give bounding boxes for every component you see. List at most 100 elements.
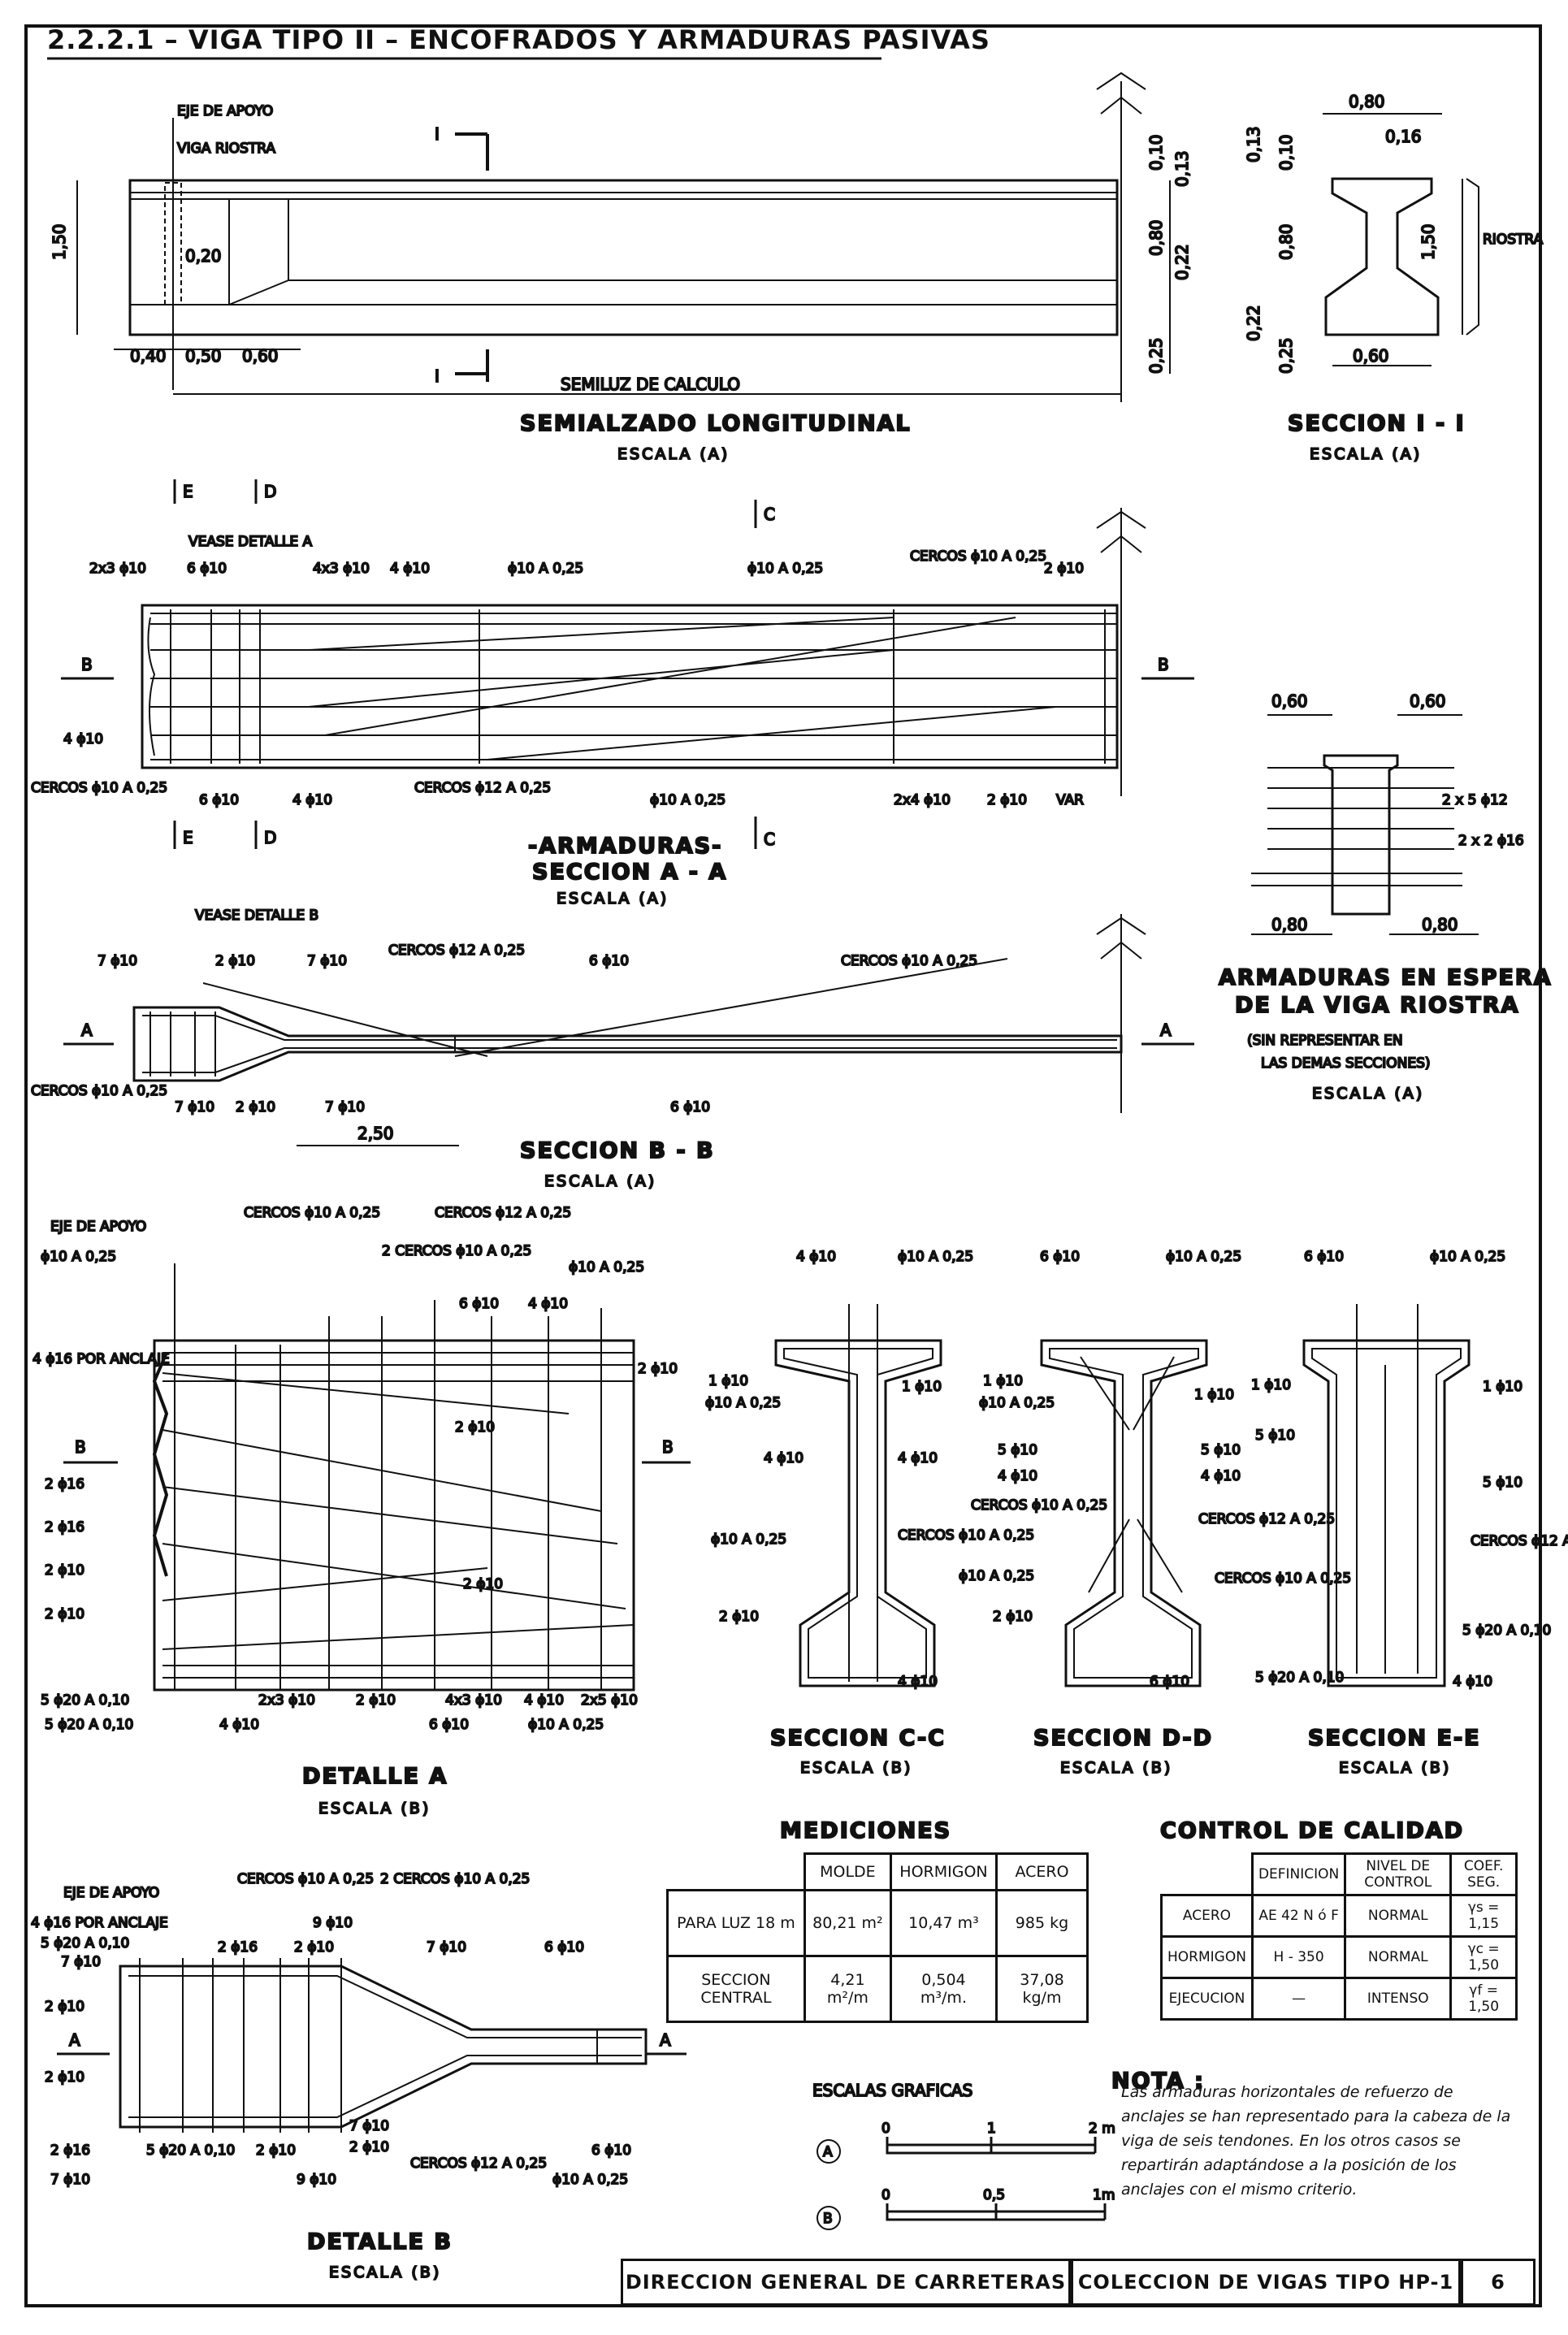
da-lbl-6: 6 ϕ10 [459,1296,499,1312]
lbl-semiluz: SEMILUZ DE CALCULO [561,375,740,394]
aa-lbl-1: 2x3 ϕ10 [89,561,146,577]
cut-b-right: B [1158,655,1169,674]
dd-inner [1049,1348,1199,1679]
cc-lbl-1: ϕ10 A 0,25 [898,1249,973,1265]
i-dim-0-60: 0,60 [1353,346,1389,366]
db-lbl-20: CERCOS ϕ12 A 0,25 [410,2155,547,2172]
table-row: SECCION CENTRAL 4,21 m²/m 0,504 m³/m. 37… [666,1955,1089,2023]
dd-lbl-2: 1 ϕ10 [983,1373,1023,1389]
cut-b-left: B [81,655,93,674]
aa-lbl-12: 4 ϕ10 [292,792,332,808]
da-lbl-14: 2 ϕ10 [45,1606,84,1622]
cc-inner [783,1348,933,1679]
dd-lbl-0: 6 ϕ10 [1040,1249,1080,1265]
bb-lbl-7: CERCOS ϕ10 A 0,25 [31,1083,167,1099]
da-lbl-20: 4x3 ϕ10 [445,1692,502,1709]
da-stirrups [174,1263,602,1690]
db-lbl-6: 2 ϕ16 [218,1939,258,1956]
ee-lbl-0: 6 ϕ10 [1304,1249,1344,1265]
db-lbl-8: 2 ϕ10 [294,1939,334,1956]
cc-lbl-8: CERCOS ϕ10 A 0,25 [898,1527,1034,1544]
table-cell: 80,21 m² [803,1889,892,1957]
ee-lbl-2: 1 ϕ10 [1251,1377,1291,1393]
scale-b-circle [816,2206,841,2230]
dd-lbl-10: CERCOS ϕ12 A 0,25 [1198,1511,1335,1527]
i-dim-0-25: 0,25 [1276,337,1296,374]
i-dim-0-80: 0,80 [1349,92,1385,111]
dd-lbl-6: 4 ϕ10 [998,1468,1037,1484]
da-lbl-24: 6 ϕ10 [429,1717,469,1733]
da-lbl-1: CERCOS ϕ10 A 0,25 [244,1205,380,1221]
db-lbl-14: 5 ϕ20 A 0,10 [146,2142,235,2159]
db-lbl-21: 6 ϕ10 [591,2142,631,2159]
bb-lbl-9: 2 ϕ10 [236,1099,275,1116]
aa-cut-marks [173,479,757,849]
dd-lbl-5: 5 ϕ10 [998,1442,1037,1458]
rio-dim-3: 0,80 [1422,915,1458,934]
header-cell: ACERO [994,1852,1089,1891]
table-cell: AE 42 N ó F [1250,1894,1347,1938]
dim-0-40: 0,40 [130,346,167,366]
riostra-brace [1466,178,1479,336]
seccion-cc-view: 4 ϕ10 ϕ10 A 0,25 1 ϕ10 ϕ10 A 0,25 1 ϕ10 … [704,1248,1035,1778]
bb-lbl-4: CERCOS ϕ12 A 0,25 [388,942,525,959]
dd-lbl-1: ϕ10 A 0,25 [1166,1249,1241,1265]
seccion-i-scale: ESCALA (A) [1310,445,1422,463]
bb-lbl-3: 7 ϕ10 [307,953,347,969]
aa-title2: SECCION A - A [532,860,727,885]
ee-lbl-1: ϕ10 A 0,25 [1430,1249,1505,1265]
ee-lbl-4: 5 ϕ10 [1255,1427,1295,1444]
header-cell: DEFINICION [1250,1852,1347,1896]
cc-lbl-10: 4 ϕ10 [898,1674,938,1690]
da-title: DETALLE A [302,1764,448,1789]
ee-scale: ESCALA (B) [1339,1759,1451,1777]
scale-a-2: 2 m [1089,2121,1115,2137]
nota-text: Las armaduras horizontales de refuerzo d… [1121,2083,1511,2199]
da-lbl-3: 2 CERCOS ϕ10 A 0,25 [382,1243,531,1259]
db-lbl-1: CERCOS ϕ10 A 0,25 [237,1871,374,1887]
db-lbl-15: 2 ϕ10 [256,2142,296,2159]
cc-lbl-7: ϕ10 A 0,25 [711,1531,786,1548]
sheet-title: 2.2.2.1 – VIGA TIPO II – ENCOFRADOS Y AR… [47,24,990,55]
seccion-i-title: SECCION I - I [1288,411,1466,436]
row-label: EJECUCION [1160,1977,1254,2021]
riostra-bars [1251,767,1462,886]
aa-lbl-7: CERCOS ϕ10 A 0,25 [910,548,1046,565]
dim-0-60: 0,60 [242,346,279,366]
semialzado-view: I I EJE DE APOYO VIGA RIOSTRA SEMILUZ DE… [49,71,1193,464]
cc-lbl-9: 2 ϕ10 [719,1609,759,1625]
bb-lbl-0: VEASE DETALLE B [195,908,318,924]
rio-note1: (SIN REPRESENTAR EN [1247,1033,1403,1049]
escalas-title: ESCALAS GRAFICAS [812,2081,972,2100]
db-inner [128,1975,642,2118]
mediciones-title: MEDICIONES [780,1818,951,1843]
i-dim-0-10: 0,10 [1276,134,1296,171]
da-lbl-21: 4 ϕ10 [524,1692,564,1709]
cc-lbl-3: ϕ10 A 0,25 [705,1395,781,1411]
bb-title: SECCION B - B [520,1138,715,1163]
cc-lbl-2: 1 ϕ10 [708,1373,748,1389]
dd-lbl-9: CERCOS ϕ10 A 0,25 [971,1497,1107,1514]
scale-b-tag: B [823,2211,833,2227]
dd-lbl-3: ϕ10 A 0,25 [979,1395,1055,1411]
da-inclined-bars [162,1372,635,1650]
row-label: PARA LUZ 18 m [666,1889,806,1957]
mediciones-table: MOLDE HORMIGON ACERO PARA LUZ 18 m 80,21… [666,1852,1089,2023]
row-label: ACERO [1160,1894,1254,1938]
da-lbl-17: 5 ϕ20 A 0,10 [45,1717,133,1733]
bb-lbl-11: 6 ϕ10 [670,1099,710,1116]
scale-a-1: 1 [987,2121,996,2137]
da-lbl-8: 4 ϕ16 POR ANCLAJE [32,1351,170,1367]
ee-web-bars [1356,1304,1419,1674]
nota-title: NOTA : [1111,2069,1205,2094]
aa-lbl-17: VAR [1056,792,1084,808]
scale-a-0: 0 [881,2121,890,2137]
aa-lbl-14: ϕ10 A 0,25 [650,792,726,808]
da-outline [153,1339,635,1692]
ee-lbl-6: CERCOS ϕ12 A 0,25 [1471,1533,1568,1549]
control-table: DEFINICION NIVEL DE CONTROL COEF. SEG. A… [1160,1852,1518,2021]
dim-1-50: 1,50 [50,223,69,260]
ee-lbl-10: 4 ϕ10 [1453,1674,1492,1690]
dd-scale: ESCALA (B) [1060,1759,1172,1777]
